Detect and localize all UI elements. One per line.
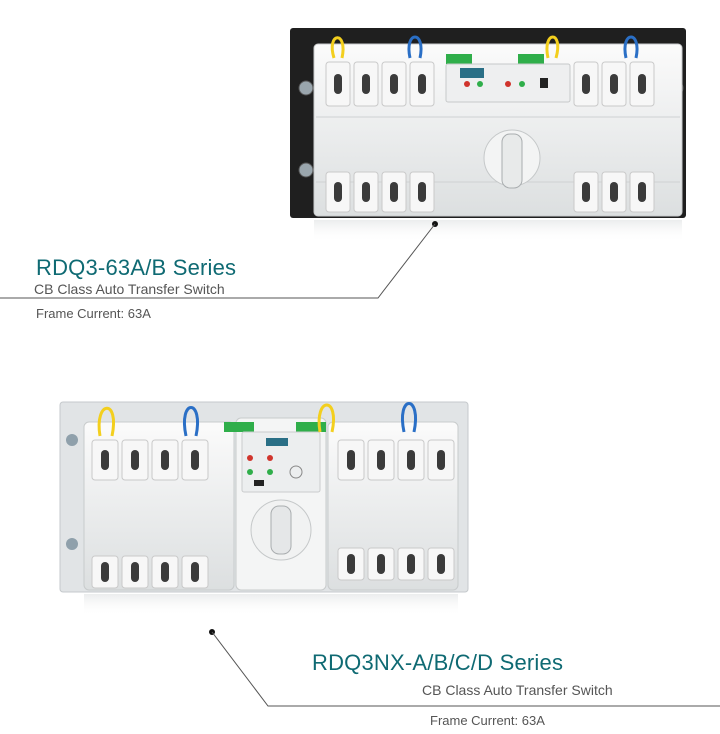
product-image-rdq3nx-abcd xyxy=(58,392,470,616)
series-subtitle-rdq3-63ab: CB Class Auto Transfer Switch xyxy=(34,281,225,297)
series-title-rdq3-63ab: RDQ3-63A/B Series xyxy=(36,255,237,280)
series-title-rdq3nx-abcd: RDQ3NX-A/B/C/D Series xyxy=(312,650,564,675)
series-subtitle-rdq3nx-abcd: CB Class Auto Transfer Switch xyxy=(422,682,613,698)
frame-current-rdq3-63ab: Frame Current: 63A xyxy=(36,306,151,321)
product-image-rdq3-63ab xyxy=(286,22,692,242)
frame-current-rdq3nx-abcd: Frame Current: 63A xyxy=(430,713,545,728)
